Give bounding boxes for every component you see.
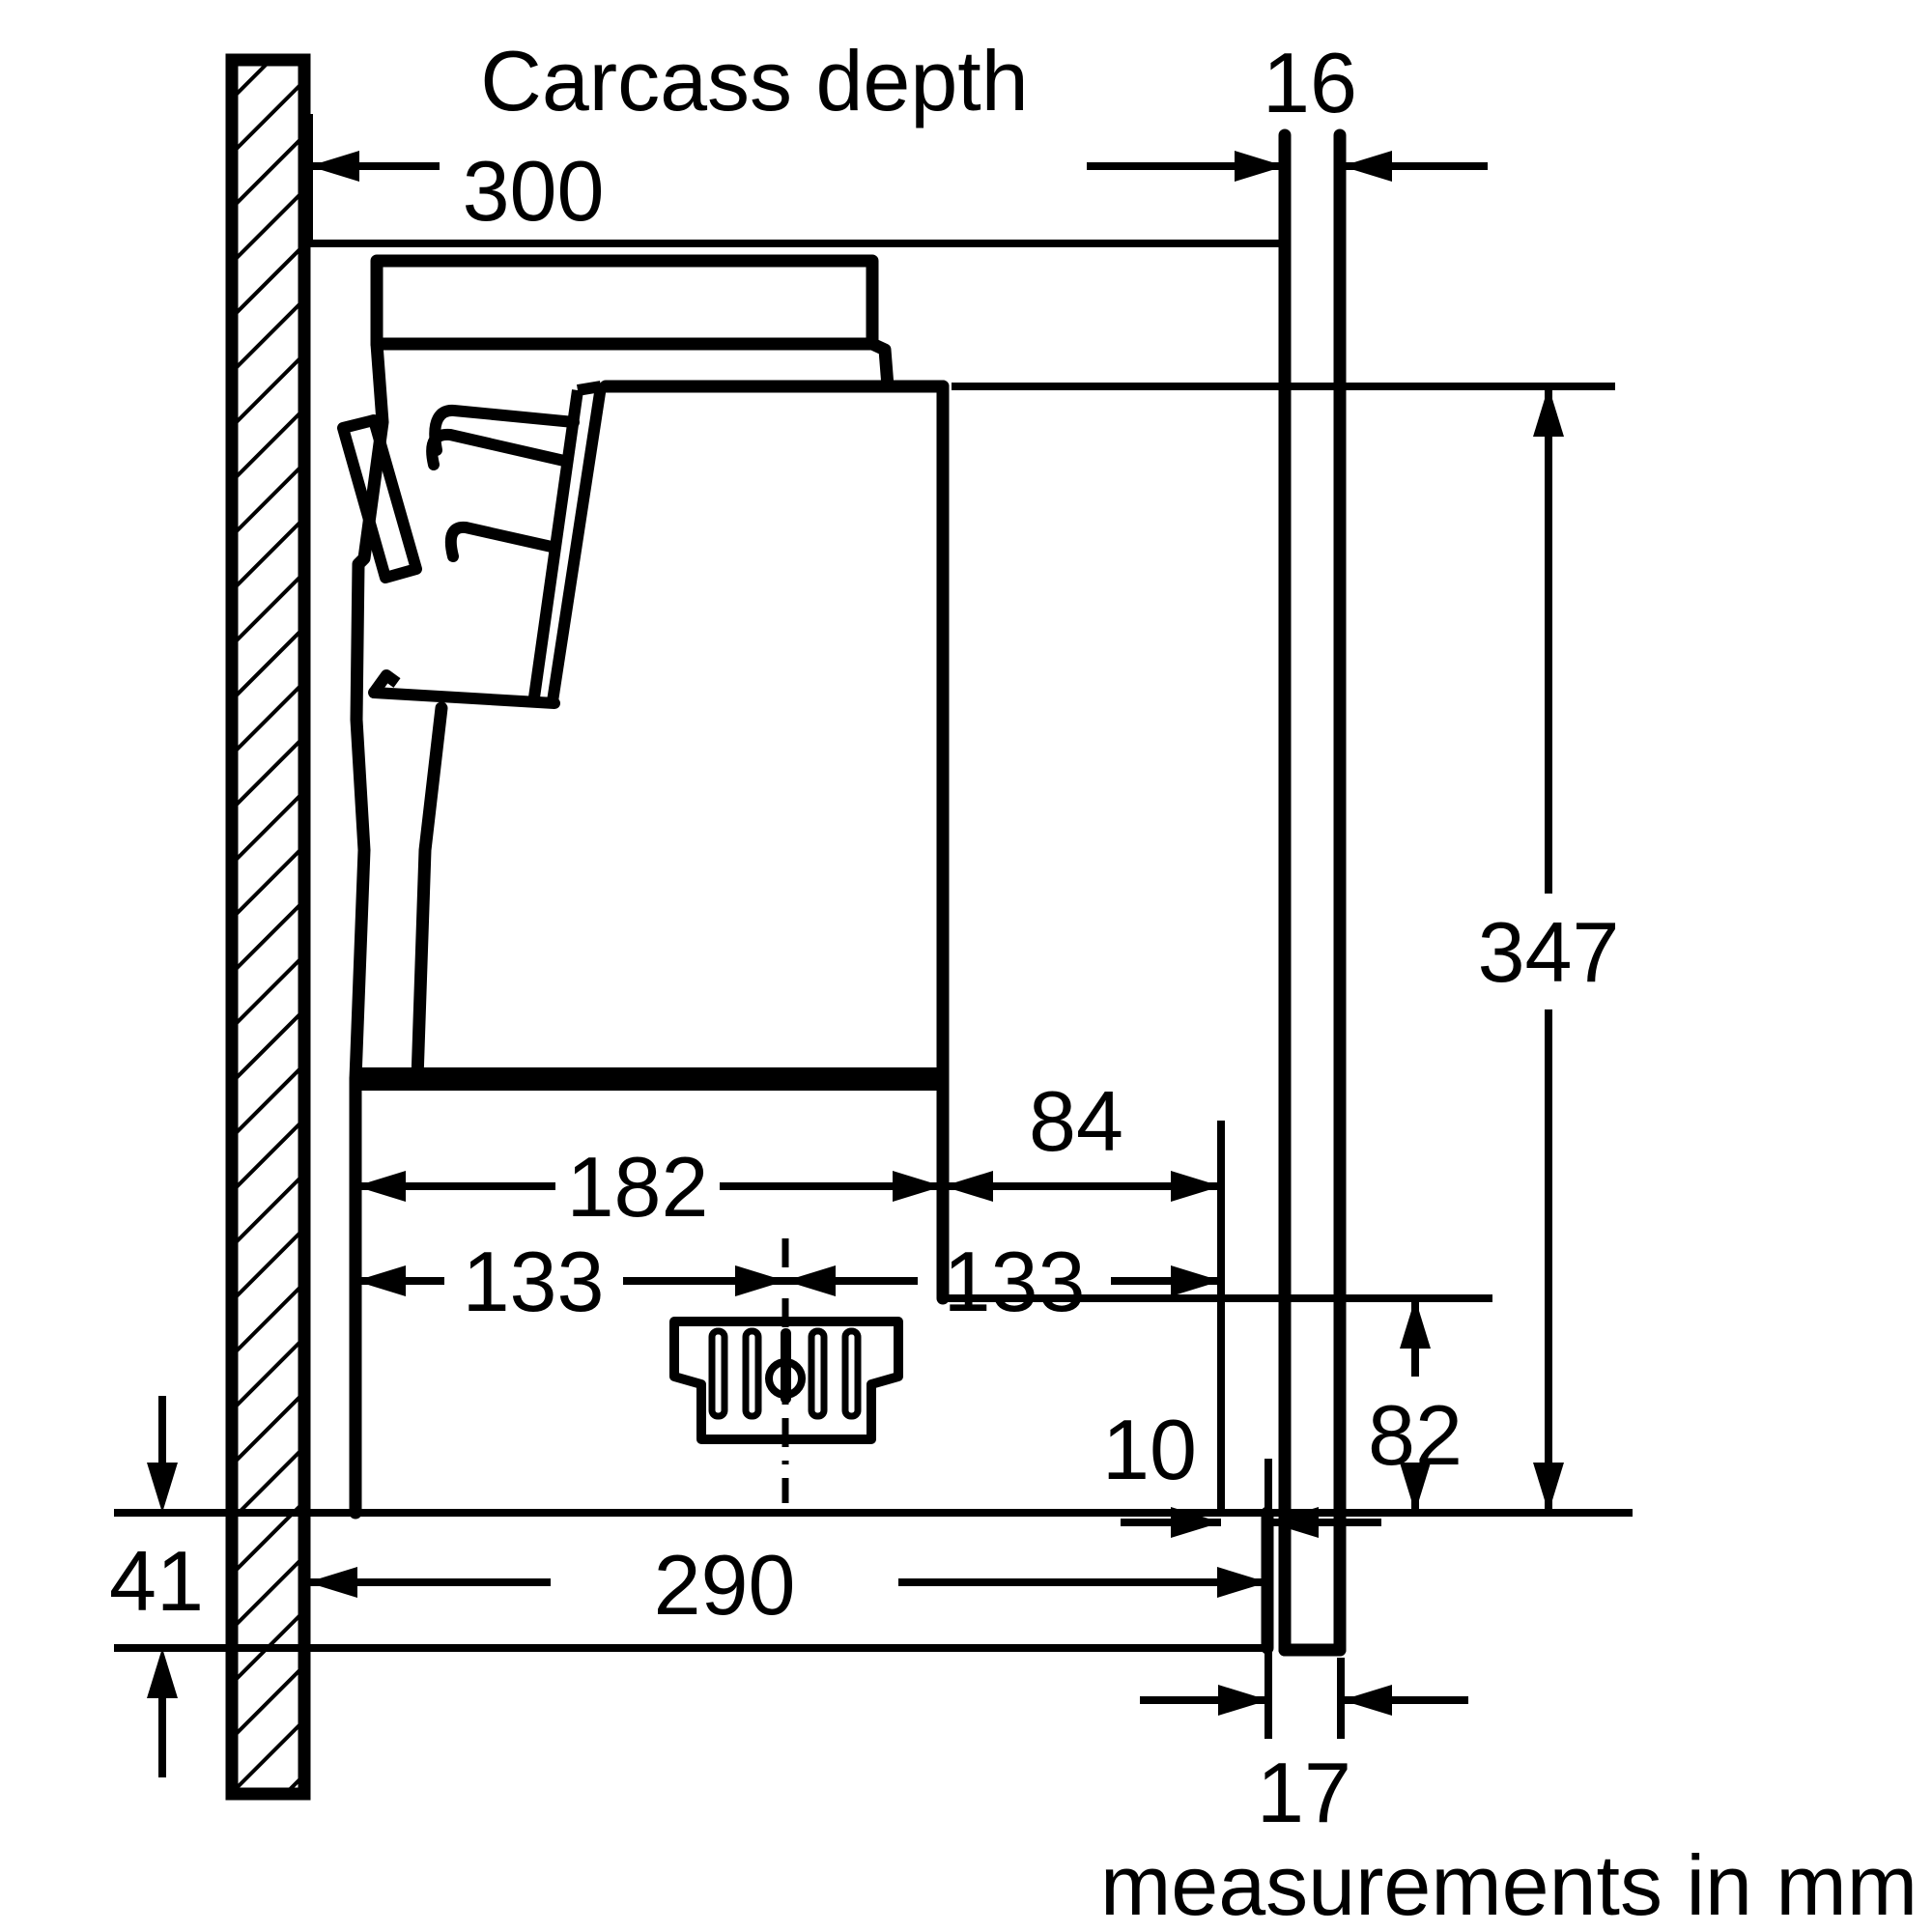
mounting-rail xyxy=(370,254,895,393)
dim-panel-16: 16 xyxy=(1263,35,1488,182)
wall-section xyxy=(225,53,311,1801)
dim-label-41: 41 xyxy=(109,1533,204,1629)
dim-label-82: 82 xyxy=(1368,1387,1463,1483)
dim-depth-182: 182 xyxy=(355,1139,1221,1235)
dim-offset-133-left: 133 xyxy=(355,1234,785,1329)
dim-overlap-17: 17 xyxy=(1140,1685,1468,1840)
dim-label-300: 300 xyxy=(463,143,605,239)
dim-label-16: 16 xyxy=(1263,35,1357,130)
dim-label-133-left: 133 xyxy=(463,1234,605,1329)
dim-label-133-right: 133 xyxy=(944,1234,1086,1329)
dim-step-84: 84 xyxy=(943,1073,1221,1202)
unit-note: measurements in mm xyxy=(1100,1837,1918,1932)
front-panel xyxy=(1278,128,1347,1657)
carcass-depth-title: Carcass depth xyxy=(480,33,1028,128)
dim-label-84: 84 xyxy=(1029,1073,1123,1169)
dim-height-82: 82 xyxy=(1368,1298,1463,1513)
dim-label-10: 10 xyxy=(1102,1402,1197,1497)
non-return-flaps xyxy=(337,381,607,709)
dim-label-290: 290 xyxy=(654,1537,796,1633)
body-inner-edge xyxy=(411,701,448,1086)
dim-height-347: 347 xyxy=(1478,386,1620,1513)
dim-label-182: 182 xyxy=(567,1139,709,1235)
dim-offset-133-right: 133 xyxy=(785,1234,1221,1329)
dim-gap-10: 10 xyxy=(1102,1402,1381,1538)
dim-label-347: 347 xyxy=(1478,904,1620,1000)
dim-label-17: 17 xyxy=(1257,1745,1351,1840)
hood-body xyxy=(114,254,1633,1655)
dim-depth-290: 290 xyxy=(307,1537,1267,1633)
dim-height-41: 41 xyxy=(109,1396,204,1777)
blower-detail xyxy=(669,1238,903,1503)
dim-carcass-depth-300: 300 Carcass depth xyxy=(309,33,1285,239)
body-rear-edge xyxy=(349,337,389,1086)
